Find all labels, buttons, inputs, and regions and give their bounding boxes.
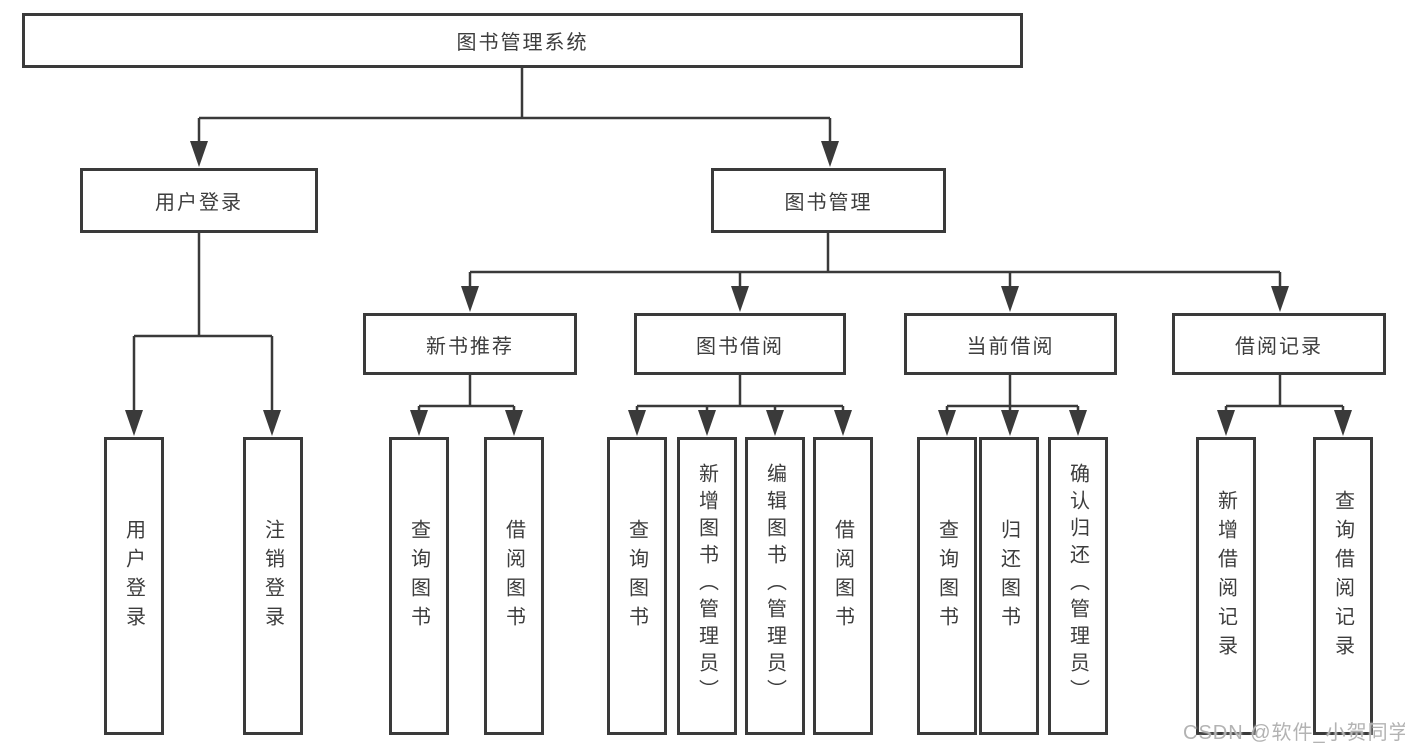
connector-user-login-children xyxy=(132,233,274,412)
leaf-query-books-current: 查询图书 xyxy=(917,437,977,735)
node-book-borrowing: 图书借阅 xyxy=(634,313,846,375)
connector-borrowing-records-children xyxy=(1224,375,1345,412)
leaf-borrow-books-recommendation: 借阅图书 xyxy=(484,437,544,735)
connector-book-borrowing-children xyxy=(635,375,845,412)
node-current-borrowing: 当前借阅 xyxy=(904,313,1117,375)
leaf-return-books: 归还图书 xyxy=(979,437,1039,735)
node-library-management-system: 图书管理系统 xyxy=(22,13,1023,68)
node-borrowing-records: 借阅记录 xyxy=(1172,313,1386,375)
connector-current-borrowing-children xyxy=(945,375,1080,412)
leaf-confirm-return-admin: 确认归还（管理员） xyxy=(1048,437,1108,735)
connector-new-book-children xyxy=(417,375,516,412)
leaf-query-books-recommendation: 查询图书 xyxy=(389,437,449,735)
connector-book-management-children xyxy=(468,233,1282,288)
node-new-book-recommendation: 新书推荐 xyxy=(363,313,577,375)
leaf-add-borrow-record: 新增借阅记录 xyxy=(1196,437,1256,735)
leaf-query-borrow-record: 查询借阅记录 xyxy=(1313,437,1373,735)
leaf-add-book-admin: 新增图书（管理员） xyxy=(677,437,737,735)
leaf-logout: 注销登录 xyxy=(243,437,303,735)
node-book-management: 图书管理 xyxy=(711,168,946,233)
leaf-edit-book-admin: 编辑图书（管理员） xyxy=(745,437,805,735)
leaf-borrow-books-borrowing: 借阅图书 xyxy=(813,437,873,735)
watermark: CSDN @软件_小贺同学 xyxy=(1183,722,1405,744)
leaf-query-books-borrowing: 查询图书 xyxy=(607,437,667,735)
connector-root-to-level2 xyxy=(197,68,832,143)
node-user-login: 用户登录 xyxy=(80,168,318,233)
leaf-user-login: 用户登录 xyxy=(104,437,164,735)
